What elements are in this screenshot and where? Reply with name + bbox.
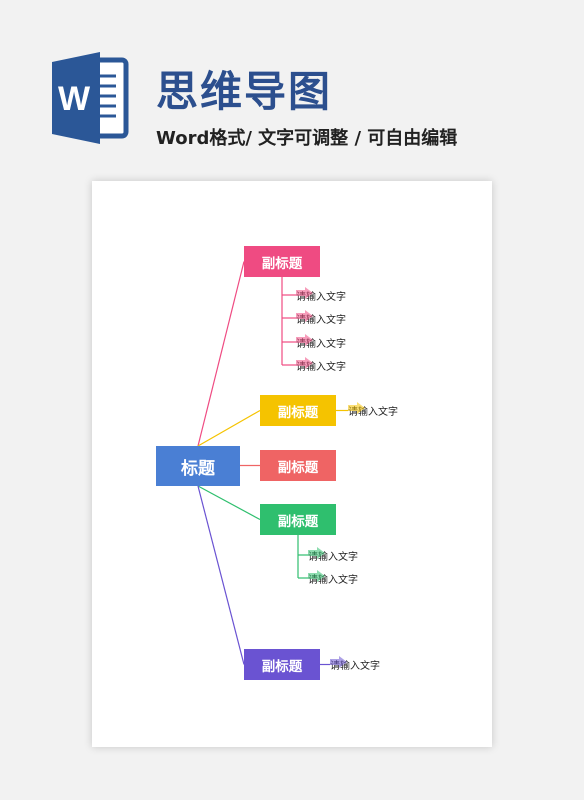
connector-line (197, 261, 245, 447)
leaf-label: 请输入文字 (308, 551, 358, 563)
branch-node-green[interactable]: 副标题 (260, 504, 336, 535)
logo-letter: W (58, 80, 91, 118)
leaf-item[interactable]: 请输入文字 (296, 287, 346, 303)
leaf-item[interactable]: 请输入文字 (308, 547, 358, 563)
word-logo-icon: W (52, 52, 130, 144)
arrow-right-icon (308, 547, 325, 559)
connector-lines (197, 261, 348, 666)
root-node-label: 标题 (181, 458, 215, 479)
arrow-right-icon (296, 310, 313, 322)
leaf-label: 请输入文字 (308, 574, 358, 586)
branch-label: 副标题 (277, 459, 319, 476)
leaf-item[interactable]: 请输入文字 (296, 310, 346, 326)
branch-node-red[interactable]: 副标题 (260, 450, 336, 481)
connector-line (197, 485, 245, 665)
page-title: 思维导图 (156, 67, 333, 116)
leaf-item[interactable]: 请输入文字 (308, 570, 358, 586)
arrow-right-icon (308, 570, 325, 582)
branch-label: 副标题 (277, 513, 319, 530)
leaf-label: 请输入文字 (348, 406, 398, 418)
arrow-right-icon (296, 334, 313, 346)
leaf-label: 请输入文字 (296, 291, 346, 303)
arrow-right-icon (296, 287, 313, 299)
leaf-label: 请输入文字 (296, 314, 346, 326)
leaf-label: 请输入文字 (296, 338, 346, 350)
arrow-right-icon (296, 357, 313, 369)
connector-line (197, 485, 261, 521)
page-subtitle: Word格式/ 文字可调整 / 可自由编辑 (156, 128, 458, 149)
leaf-item[interactable]: 请输入文字 (348, 402, 398, 418)
leaf-item[interactable]: 请输入文字 (330, 656, 380, 672)
leaf-item[interactable]: 请输入文字 (296, 357, 346, 373)
branch-node-pink[interactable]: 副标题 (244, 246, 320, 277)
leaf-label: 请输入文字 (330, 660, 380, 672)
root-node[interactable]: 标题 (156, 446, 240, 486)
leaf-label: 请输入文字 (296, 361, 346, 373)
branch-node-yellow[interactable]: 副标题 (260, 395, 336, 426)
connector-line (197, 409, 261, 447)
branch-node-purple[interactable]: 副标题 (244, 649, 320, 680)
arrow-right-icon (348, 402, 365, 414)
leaf-item[interactable]: 请输入文字 (296, 334, 346, 350)
template-header: W 思维导图 Word格式/ 文字可调整 / 可自由编辑 (0, 0, 584, 180)
branch-label: 副标题 (261, 658, 303, 675)
arrow-right-icon (330, 656, 347, 668)
branch-label: 副标题 (261, 255, 303, 272)
branch-label: 副标题 (277, 404, 319, 421)
mindmap-canvas: 标题 副标题 副标题 副标题 副标题 副标题 请输入文字 请输入文字 请输入文字… (92, 181, 492, 747)
